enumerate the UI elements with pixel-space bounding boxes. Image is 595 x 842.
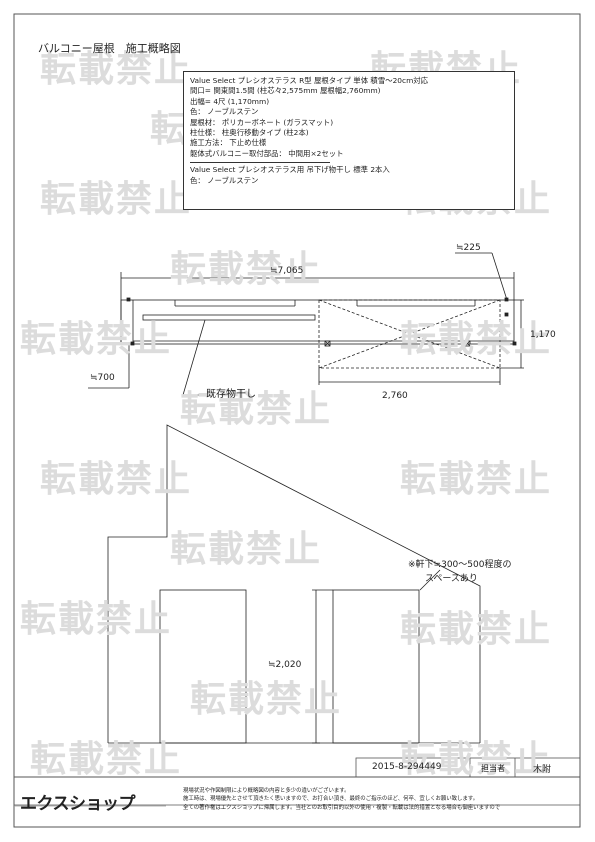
spec-line: 色： ノーブルステン — [190, 175, 259, 185]
watermark-text: 転載禁止 — [400, 739, 553, 780]
watermark-text: 転載禁止 — [170, 249, 323, 290]
spec-line: 施工方法： 下止め仕様 — [190, 138, 267, 148]
spec-line: 柱仕様： 柱奥行移動タイプ (柱2本) — [190, 127, 309, 137]
drawing-title: バルコニー屋根 施工概略図 — [38, 42, 181, 55]
door-left — [159, 589, 247, 744]
spec-line: 間口= 関東間1.5間 (柱芯々2,575mm 屋根幅2,760mm) — [190, 86, 381, 96]
person-name: 木附 — [533, 765, 552, 775]
label-existing-clothesline: 既存物干し — [206, 389, 256, 400]
dim-roof-width: 2,760 — [382, 391, 408, 401]
plan-view — [88, 252, 524, 396]
dim-depth: 1,170 — [530, 330, 556, 340]
title-block — [14, 757, 581, 807]
dim-height: ≒2,020 — [268, 660, 302, 670]
watermark-text: 転載禁止 — [40, 459, 193, 500]
watermark-text: 転載禁止 — [40, 179, 193, 220]
spec-box: Value Select プレシオステラス R型 屋根タイプ 単体 積雪～20c… — [183, 71, 515, 210]
spec-line: 躯体式バルコニー取付部品： 中間用×2セット — [190, 148, 344, 158]
sheet-border — [13, 13, 581, 828]
doc-number: 2015-8-294449 — [372, 762, 442, 772]
watermark-text: 転載禁止 — [190, 679, 343, 720]
label-eave-note-2: スペースあり — [425, 574, 478, 584]
watermark-text: 転載禁止 — [20, 319, 173, 360]
door-right — [332, 589, 420, 744]
spec-line: Value Select プレシオステラス用 吊下げ物干し 標準 2本入 — [190, 165, 390, 175]
spec-line: Value Select プレシオステラス R型 屋根タイプ 単体 積雪～20c… — [190, 76, 429, 85]
watermark-text: 転載禁止 — [20, 599, 173, 640]
footer-note: 施工時は、現場優先とさせて頂きたく思いますので、お打合い頂き、最終のご指示のほど… — [183, 796, 479, 803]
footer-notes: 現場状況や作図制限により概略図の内容と多少の違いがございます。 施工時は、現場優… — [183, 787, 500, 812]
watermark-text: 転載禁止 — [40, 49, 193, 90]
spec-separator — [190, 162, 330, 164]
dim-width-total: ≒7,065 — [270, 266, 304, 276]
spec-line: 色： ノーブルステン — [190, 107, 259, 117]
footer-note: 現場状況や作図制限により概略図の内容と多少の違いがございます。 — [183, 788, 350, 794]
watermark-text: 転載禁止 — [400, 319, 553, 360]
watermark-text: 転載禁止 — [180, 389, 333, 430]
watermark-text: 転載禁止 — [170, 529, 323, 570]
watermark-text: 転載禁止 — [30, 739, 183, 780]
footer-note: 全ての著作権はエクスショップに帰属します。当社とのお取引目的以外の使用・複製・転… — [183, 804, 501, 811]
spec-line: 出幅= 4尺 (1,170mm) — [190, 96, 270, 106]
dim-offset-right: ≒225 — [456, 243, 481, 253]
watermark-text: 転載禁止 — [400, 459, 553, 500]
elevation-view — [107, 424, 481, 744]
company-logo: エクスショップ — [20, 794, 136, 814]
spec-line: 屋根材： ポリカーボネート (ガラスマット) — [190, 117, 334, 127]
dim-offset-left: ≒700 — [90, 373, 115, 383]
label-eave-note: ※軒下≒300～500程度の — [408, 560, 512, 570]
watermark-text: 転載禁止 — [400, 609, 553, 650]
person-label: 担当者 — [481, 764, 505, 773]
